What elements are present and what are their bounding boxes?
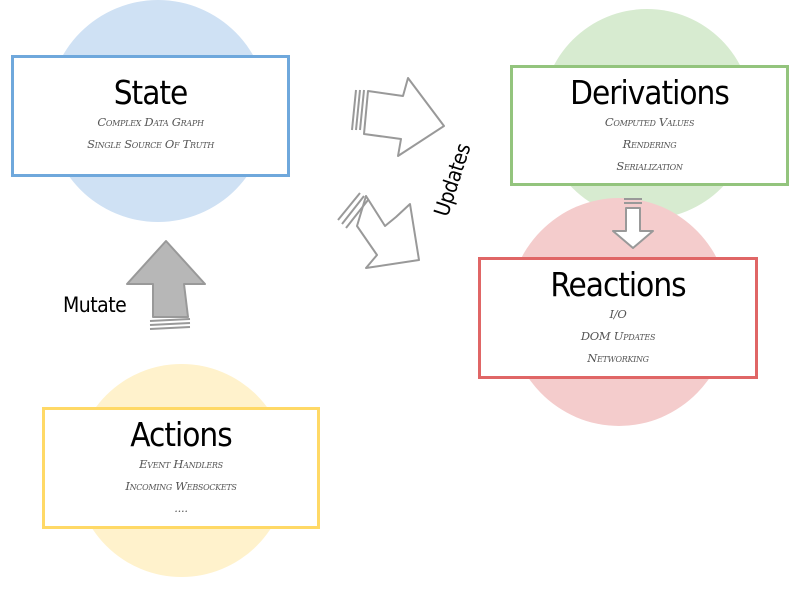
state-item: Complex Data Graph <box>97 115 204 129</box>
reactions-item: Networking <box>587 351 649 365</box>
actions-box: Actions Event Handlers Incoming Websocke… <box>42 407 320 529</box>
derivations-item: Rendering <box>622 137 677 151</box>
arrow-up-icon <box>126 240 206 330</box>
state-box: State Complex Data Graph Single Source O… <box>11 55 290 177</box>
derivations-item: Computed Values <box>604 115 695 129</box>
state-item: Single Source Of Truth <box>87 137 214 151</box>
arrow-down-icon <box>612 198 654 249</box>
arrow-right-icon <box>351 77 445 157</box>
reactions-box: Reactions I/O DOM Updates Networking <box>478 257 758 379</box>
reactions-item: I/O <box>609 307 627 321</box>
derivations-item: Serialization <box>616 159 683 173</box>
actions-item: Event Handlers <box>139 457 223 471</box>
actions-item: Incoming Websockets <box>125 479 237 493</box>
reactions-title: Reactions <box>550 265 686 304</box>
arrow-down-right-icon <box>337 192 420 269</box>
state-items: Complex Data Graph Single Source Of Trut… <box>14 111 287 155</box>
derivations-box: Derivations Computed Values Rendering Se… <box>510 65 789 186</box>
derivations-items: Computed Values Rendering Serialization <box>513 111 786 177</box>
actions-items: Event Handlers Incoming Websockets .... <box>45 453 317 519</box>
actions-title: Actions <box>130 415 232 454</box>
derivations-title: Derivations <box>570 73 730 112</box>
reactions-item: DOM Updates <box>580 329 656 343</box>
reactions-items: I/O DOM Updates Networking <box>481 303 755 369</box>
mutate-label: Mutate <box>63 293 127 317</box>
actions-item: .... <box>174 501 188 515</box>
state-title: State <box>113 73 189 112</box>
